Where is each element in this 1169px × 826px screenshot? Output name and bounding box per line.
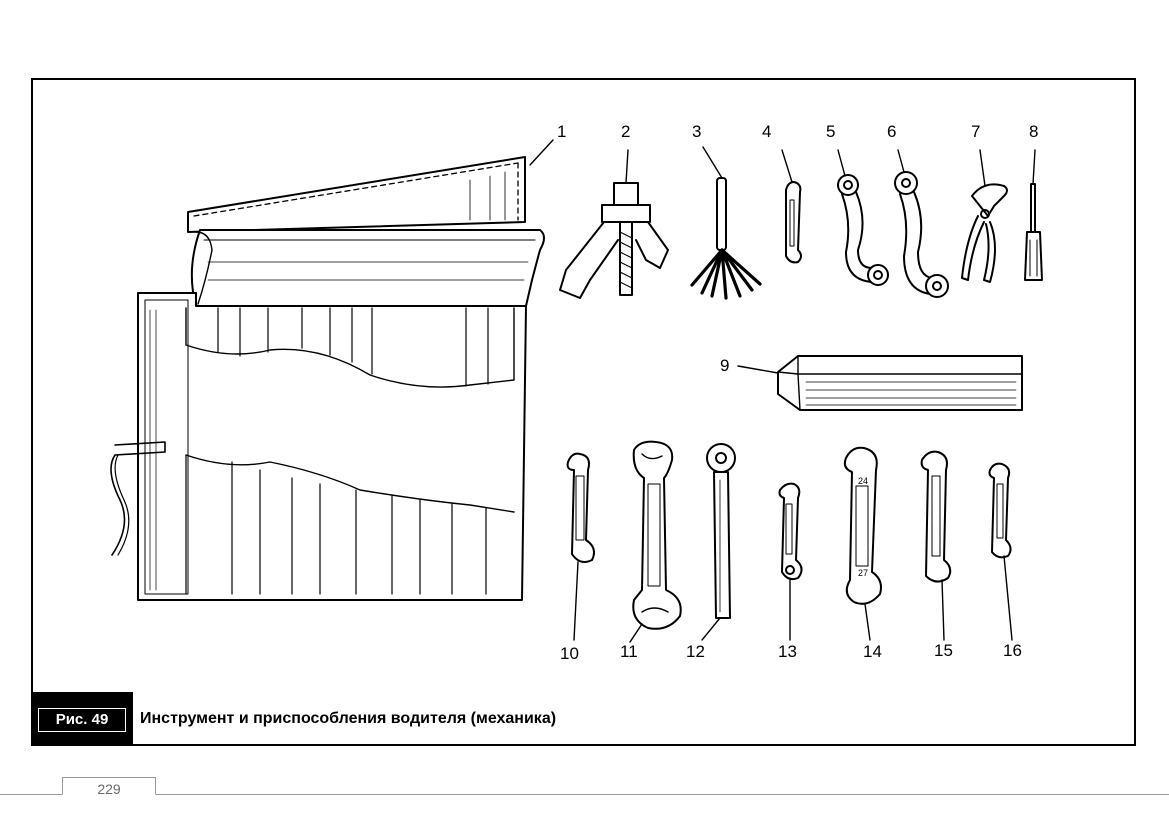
wrench-13 <box>778 482 803 641</box>
wrench-14 <box>843 446 882 641</box>
puller-tool <box>559 149 669 299</box>
callout-13: 13 <box>778 642 797 661</box>
s-wrench-5 <box>837 149 889 286</box>
callout-6: 6 <box>887 122 896 141</box>
callout-1: 1 <box>557 122 566 141</box>
callout-8: 8 <box>1029 122 1038 141</box>
figure-number-box <box>31 692 133 746</box>
callout-16: 16 <box>1003 641 1022 660</box>
socket-wrench-12 <box>701 443 736 641</box>
wrench-14-marking-top: 24 <box>858 476 868 486</box>
key-set-tool <box>690 146 762 300</box>
wrench-11 <box>629 440 682 643</box>
page-number: 229 <box>62 777 156 797</box>
pliers-7 <box>961 149 1008 283</box>
callout-15: 15 <box>934 641 953 660</box>
callout-10: 10 <box>560 644 579 663</box>
callout-9: 9 <box>720 356 729 375</box>
tool-roll-bag <box>110 139 554 601</box>
figure-caption: Инструмент и приспособления водителя (ме… <box>140 710 557 727</box>
callout-7: 7 <box>971 122 980 141</box>
wrench-14-marking-bottom: 27 <box>858 568 868 578</box>
callout-14: 14 <box>863 642 882 661</box>
callout-2: 2 <box>621 122 630 141</box>
wrench-15 <box>920 450 952 641</box>
callout-4: 4 <box>762 122 771 141</box>
callout-11: 11 <box>620 642 638 661</box>
wrench-16 <box>988 462 1013 641</box>
callout-5: 5 <box>826 122 835 141</box>
footer-rule <box>0 794 1169 795</box>
wrench-10 <box>566 452 595 641</box>
screwdriver-8 <box>1024 149 1043 281</box>
callout-12: 12 <box>686 642 705 661</box>
wrench-4 <box>781 149 802 264</box>
figure-number: Рис. 49 <box>38 708 126 732</box>
s-wrench-6 <box>894 149 949 298</box>
callout-3: 3 <box>692 122 701 141</box>
box-9 <box>737 355 1023 411</box>
